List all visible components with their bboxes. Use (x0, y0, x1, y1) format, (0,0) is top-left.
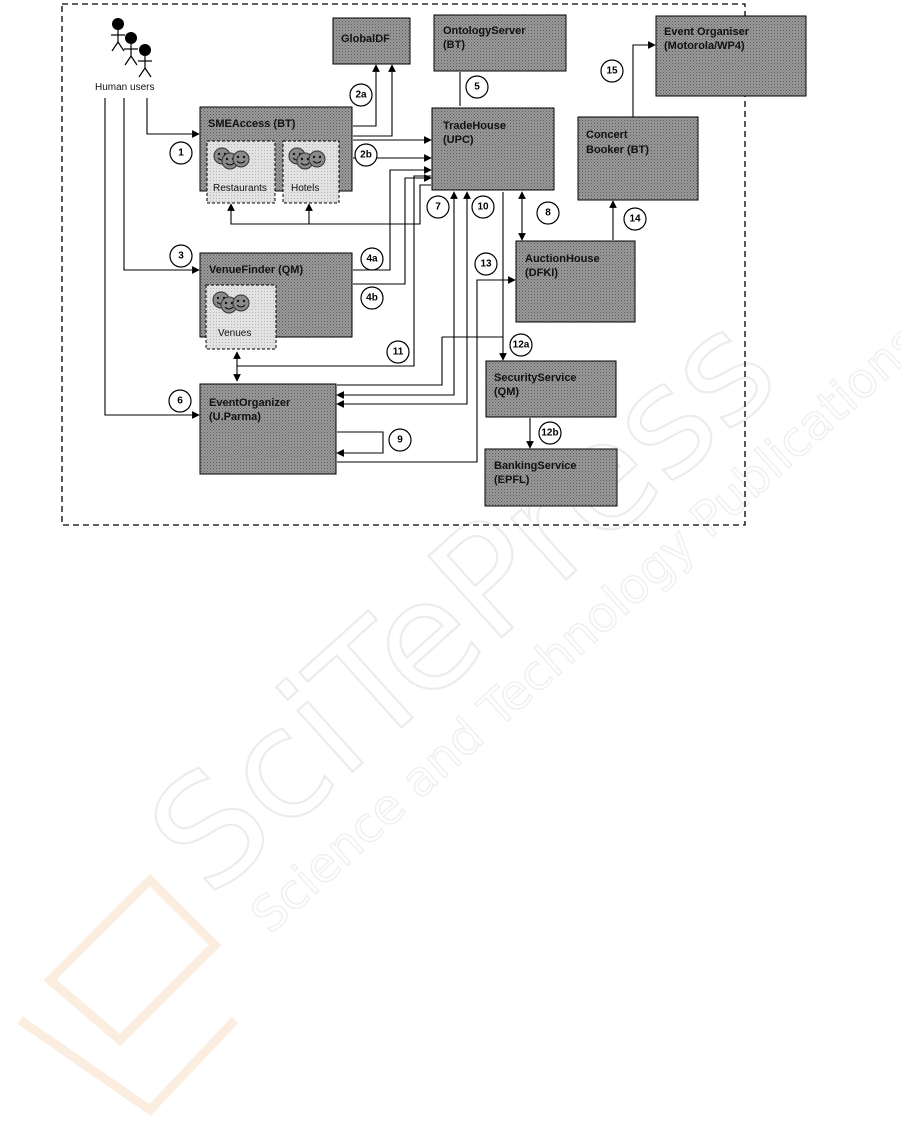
box-label: SecurityService (494, 372, 577, 384)
box-label: Concert (586, 129, 628, 141)
box-label: (EPFL) (494, 474, 530, 486)
sub-box-label: Restaurants (213, 183, 267, 194)
step-marker: 9 (388, 428, 412, 452)
step-label: 9 (397, 435, 403, 446)
box-label: Booker (BT) (586, 144, 649, 156)
step-marker: 6 (168, 389, 192, 413)
step-label: 2b (360, 150, 372, 161)
system-boundary (61, 3, 746, 526)
box-auctionhouse: AuctionHouse (DFKI) (515, 240, 636, 323)
step-label: 12a (513, 340, 530, 351)
step-marker: 4b (360, 286, 384, 310)
box-label: (Motorola/WP4) (664, 40, 745, 52)
step-marker: 12a (509, 333, 533, 357)
box-event-organiser-motorola: Event Organiser (Motorola/WP4) (655, 15, 807, 97)
box-label: VenueFinder (QM) (209, 264, 303, 276)
step-label: 14 (629, 214, 641, 225)
step-label: 3 (178, 251, 184, 262)
box-ontology-server: OntologyServer (BT) (433, 14, 567, 72)
step-marker: 7 (426, 195, 450, 219)
box-label: (BT) (443, 39, 465, 51)
box-label: EventOrganizer (209, 397, 291, 409)
box-label: Event Organiser (664, 26, 750, 38)
box-label: OntologyServer (443, 25, 526, 37)
step-label: 13 (480, 259, 492, 270)
box-label: (DFKI) (525, 267, 558, 279)
step-label: 15 (606, 66, 618, 77)
step-label: 12b (541, 428, 558, 439)
box-label: (UPC) (443, 134, 474, 146)
sub-box-label: Venues (218, 328, 251, 339)
box-smeaccess: SMEAccess (BT) Restaurants Hotels (199, 106, 353, 204)
step-label: 2a (355, 90, 367, 101)
box-concert-booker: Concert Booker (BT) (577, 116, 699, 201)
box-label: AuctionHouse (525, 253, 600, 265)
connections (104, 41, 656, 463)
step-marker: 12b (538, 421, 562, 445)
step-marker: 8 (536, 201, 560, 225)
step-marker: 14 (623, 207, 647, 231)
box-label: BankingService (494, 460, 577, 472)
step-marker: 15 (600, 59, 624, 83)
step-label: 5 (474, 82, 480, 93)
box-label: (QM) (494, 386, 519, 398)
step-marker: 3 (169, 244, 193, 268)
box-venuefinder: VenueFinder (QM) Venues (199, 252, 353, 350)
watermark-brand: SciTePress (118, 281, 809, 927)
box-eventorganizer: EventOrganizer (U.Parma) (199, 383, 337, 475)
box-label: GlobalDF (341, 33, 390, 45)
step-markers: 1 2a 2b 3 4a 4b 5 6 7 8 9 10 11 12a 12b … (168, 59, 647, 452)
step-label: 4a (366, 254, 378, 265)
human-users-actor: Human users (95, 17, 154, 93)
step-label: 7 (435, 202, 441, 213)
step-marker: 5 (465, 75, 489, 99)
box-label: (U.Parma) (209, 411, 261, 423)
box-globaldf: GlobalDF (332, 17, 411, 65)
step-label: 6 (177, 396, 183, 407)
step-marker: 1 (169, 141, 193, 165)
box-tradehouse: TradeHouse (UPC) (431, 107, 555, 191)
agent-icon (308, 150, 326, 168)
step-marker: 2b (354, 143, 378, 167)
step-label: 1 (178, 148, 184, 159)
box-banking-service: BankingService (EPFL) (484, 448, 618, 507)
watermark: SciTePress Science and Technology Public… (17, 279, 901, 1116)
step-marker: 13 (474, 252, 498, 276)
box-label: SMEAccess (BT) (208, 118, 296, 130)
actor-label: Human users (95, 82, 154, 93)
box-security-service: SecurityService (QM) (485, 360, 617, 418)
step-marker: 2a (349, 83, 373, 107)
box-label: TradeHouse (443, 120, 506, 132)
step-marker: 10 (471, 195, 495, 219)
sub-box-label: Hotels (291, 183, 319, 194)
step-marker: 4a (360, 247, 384, 271)
step-label: 8 (545, 208, 551, 219)
agent-icon (232, 150, 250, 168)
step-marker: 11 (386, 340, 410, 364)
step-label: 10 (477, 202, 489, 213)
agent-icon (232, 294, 250, 312)
step-label: 4b (366, 293, 378, 304)
step-label: 11 (393, 347, 404, 358)
